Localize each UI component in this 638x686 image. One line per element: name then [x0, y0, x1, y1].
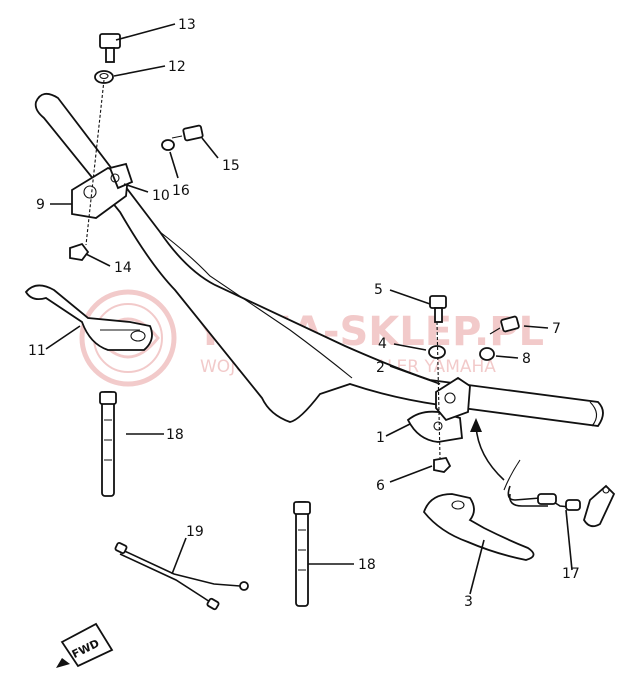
callout-18-right: 18 [358, 557, 376, 573]
callout-15: 15 [222, 158, 240, 174]
callout-12: 12 [168, 59, 186, 75]
cable-tie-left [99, 391, 117, 497]
cable-tie-right [293, 501, 311, 607]
callout-14: 14 [114, 260, 132, 276]
callout-11: 11 [28, 343, 46, 359]
callout-16: 16 [172, 183, 190, 199]
brake-lever [422, 493, 535, 561]
locknut-4 [428, 345, 446, 359]
forward-direction-badge: FWD [56, 622, 114, 668]
callout-3: 3 [464, 594, 473, 610]
watermark-logo-icon [79, 289, 177, 387]
nut-14 [69, 242, 90, 261]
nut-8 [479, 347, 495, 361]
callout-2: 2 [376, 360, 385, 376]
right-axis-line [436, 321, 441, 459]
left-axis-line [85, 79, 105, 246]
callout-1: 1 [376, 430, 385, 446]
right-lever-holder [406, 376, 471, 443]
callout-7: 7 [552, 321, 561, 337]
callout-19: 19 [186, 524, 204, 540]
screw-7 [489, 315, 520, 335]
handlebar [34, 92, 604, 427]
screw-15 [171, 124, 204, 142]
callout-numbers: 13 12 15 16 10 9 14 11 18 5 7 4 8 2 1 6 … [28, 17, 580, 610]
nut-6 [433, 457, 452, 473]
stop-switch-assembly [507, 484, 616, 528]
callout-9: 9 [36, 197, 45, 213]
clutch-lever [24, 284, 153, 351]
callout-8: 8 [522, 351, 531, 367]
callout-13: 13 [178, 17, 196, 33]
callout-4: 4 [378, 336, 387, 352]
callout-17: 17 [562, 566, 580, 582]
leader-lines [45, 23, 573, 595]
callout-5: 5 [374, 282, 383, 298]
wire-lead [114, 542, 249, 611]
callout-6: 6 [376, 478, 385, 494]
adjust-bolt-5 [429, 295, 447, 323]
adjust-bolt-13 [99, 33, 121, 63]
left-lever-holder [71, 162, 134, 219]
callout-10: 10 [152, 188, 170, 204]
nut-16 [161, 139, 175, 151]
install-direction-arrow [470, 418, 521, 491]
callout-18-left: 18 [166, 427, 184, 443]
